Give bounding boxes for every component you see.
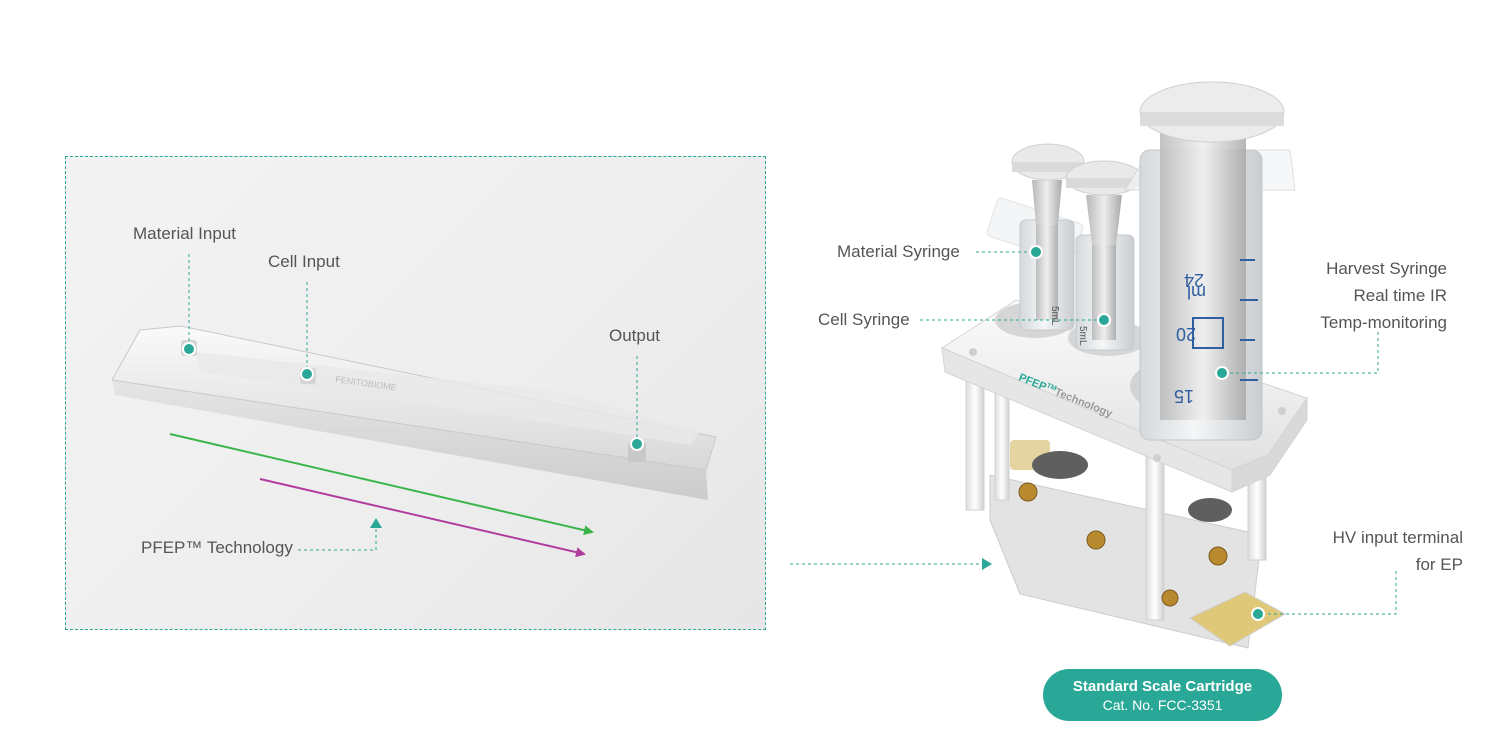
pfep-technology-label: PFEP™ Technology xyxy=(141,538,293,557)
chip-anchor-dots xyxy=(182,342,644,451)
large-syringe-24: 24 xyxy=(1184,270,1204,290)
output-dot xyxy=(630,437,644,451)
large-syringe-20: 20 xyxy=(1176,324,1196,344)
harvest-line-2: Real time IR xyxy=(1353,286,1447,305)
purple-flow-arrow xyxy=(259,478,586,558)
hv-terminal-dot xyxy=(1251,607,1265,621)
cartridge-anchor-dots xyxy=(1029,245,1265,621)
hv-line-2: for EP xyxy=(1415,555,1463,574)
small-syringe-1-volume: 5mL xyxy=(1049,306,1060,326)
cartridge-device: PFEPTMTechnology 5mL 5mL 24 ml 20 15 xyxy=(940,81,1308,649)
cartridge-badge: Standard Scale Cartridge Cat. No. FCC-33… xyxy=(1043,669,1282,721)
harvest-syringe-dot xyxy=(1215,366,1229,380)
output-label: Output xyxy=(609,326,661,345)
cell-input-dot xyxy=(300,367,314,381)
cell-input-label: Cell Input xyxy=(268,252,340,271)
left-leader-lines xyxy=(188,254,982,565)
cell-syringe-label: Cell Syringe xyxy=(818,310,910,329)
large-syringe-ml: ml xyxy=(1187,282,1206,302)
badge-title: Standard Scale Cartridge xyxy=(1072,678,1253,695)
small-syringe-2-volume: 5mL xyxy=(1077,326,1088,346)
hv-terminal-label: HV input terminal for EP xyxy=(1290,524,1463,578)
harvest-syringe-label: Harvest Syringe Real time IR Temp-monito… xyxy=(1290,255,1447,336)
plate-tm-text: TM xyxy=(1045,382,1057,392)
left-leader-arrows xyxy=(370,518,992,570)
large-syringe-15: 15 xyxy=(1174,386,1194,406)
hv-line-1: HV input terminal xyxy=(1332,528,1463,547)
badge-catalog-number: Cat. No. FCC-3351 xyxy=(1102,697,1223,713)
harvest-line-1: Harvest Syringe xyxy=(1326,259,1447,278)
microfluidic-chip: FENITOBIOME xyxy=(111,325,717,500)
material-syringe-dot xyxy=(1029,245,1043,259)
cell-syringe-dot xyxy=(1097,313,1111,327)
right-leader-lines xyxy=(920,251,1397,615)
material-input-dot xyxy=(182,342,196,356)
material-syringe-label: Material Syringe xyxy=(837,242,960,261)
harvest-line-3: Temp-monitoring xyxy=(1320,313,1447,332)
green-flow-arrow xyxy=(169,433,594,536)
material-input-label: Material Input xyxy=(133,224,236,243)
